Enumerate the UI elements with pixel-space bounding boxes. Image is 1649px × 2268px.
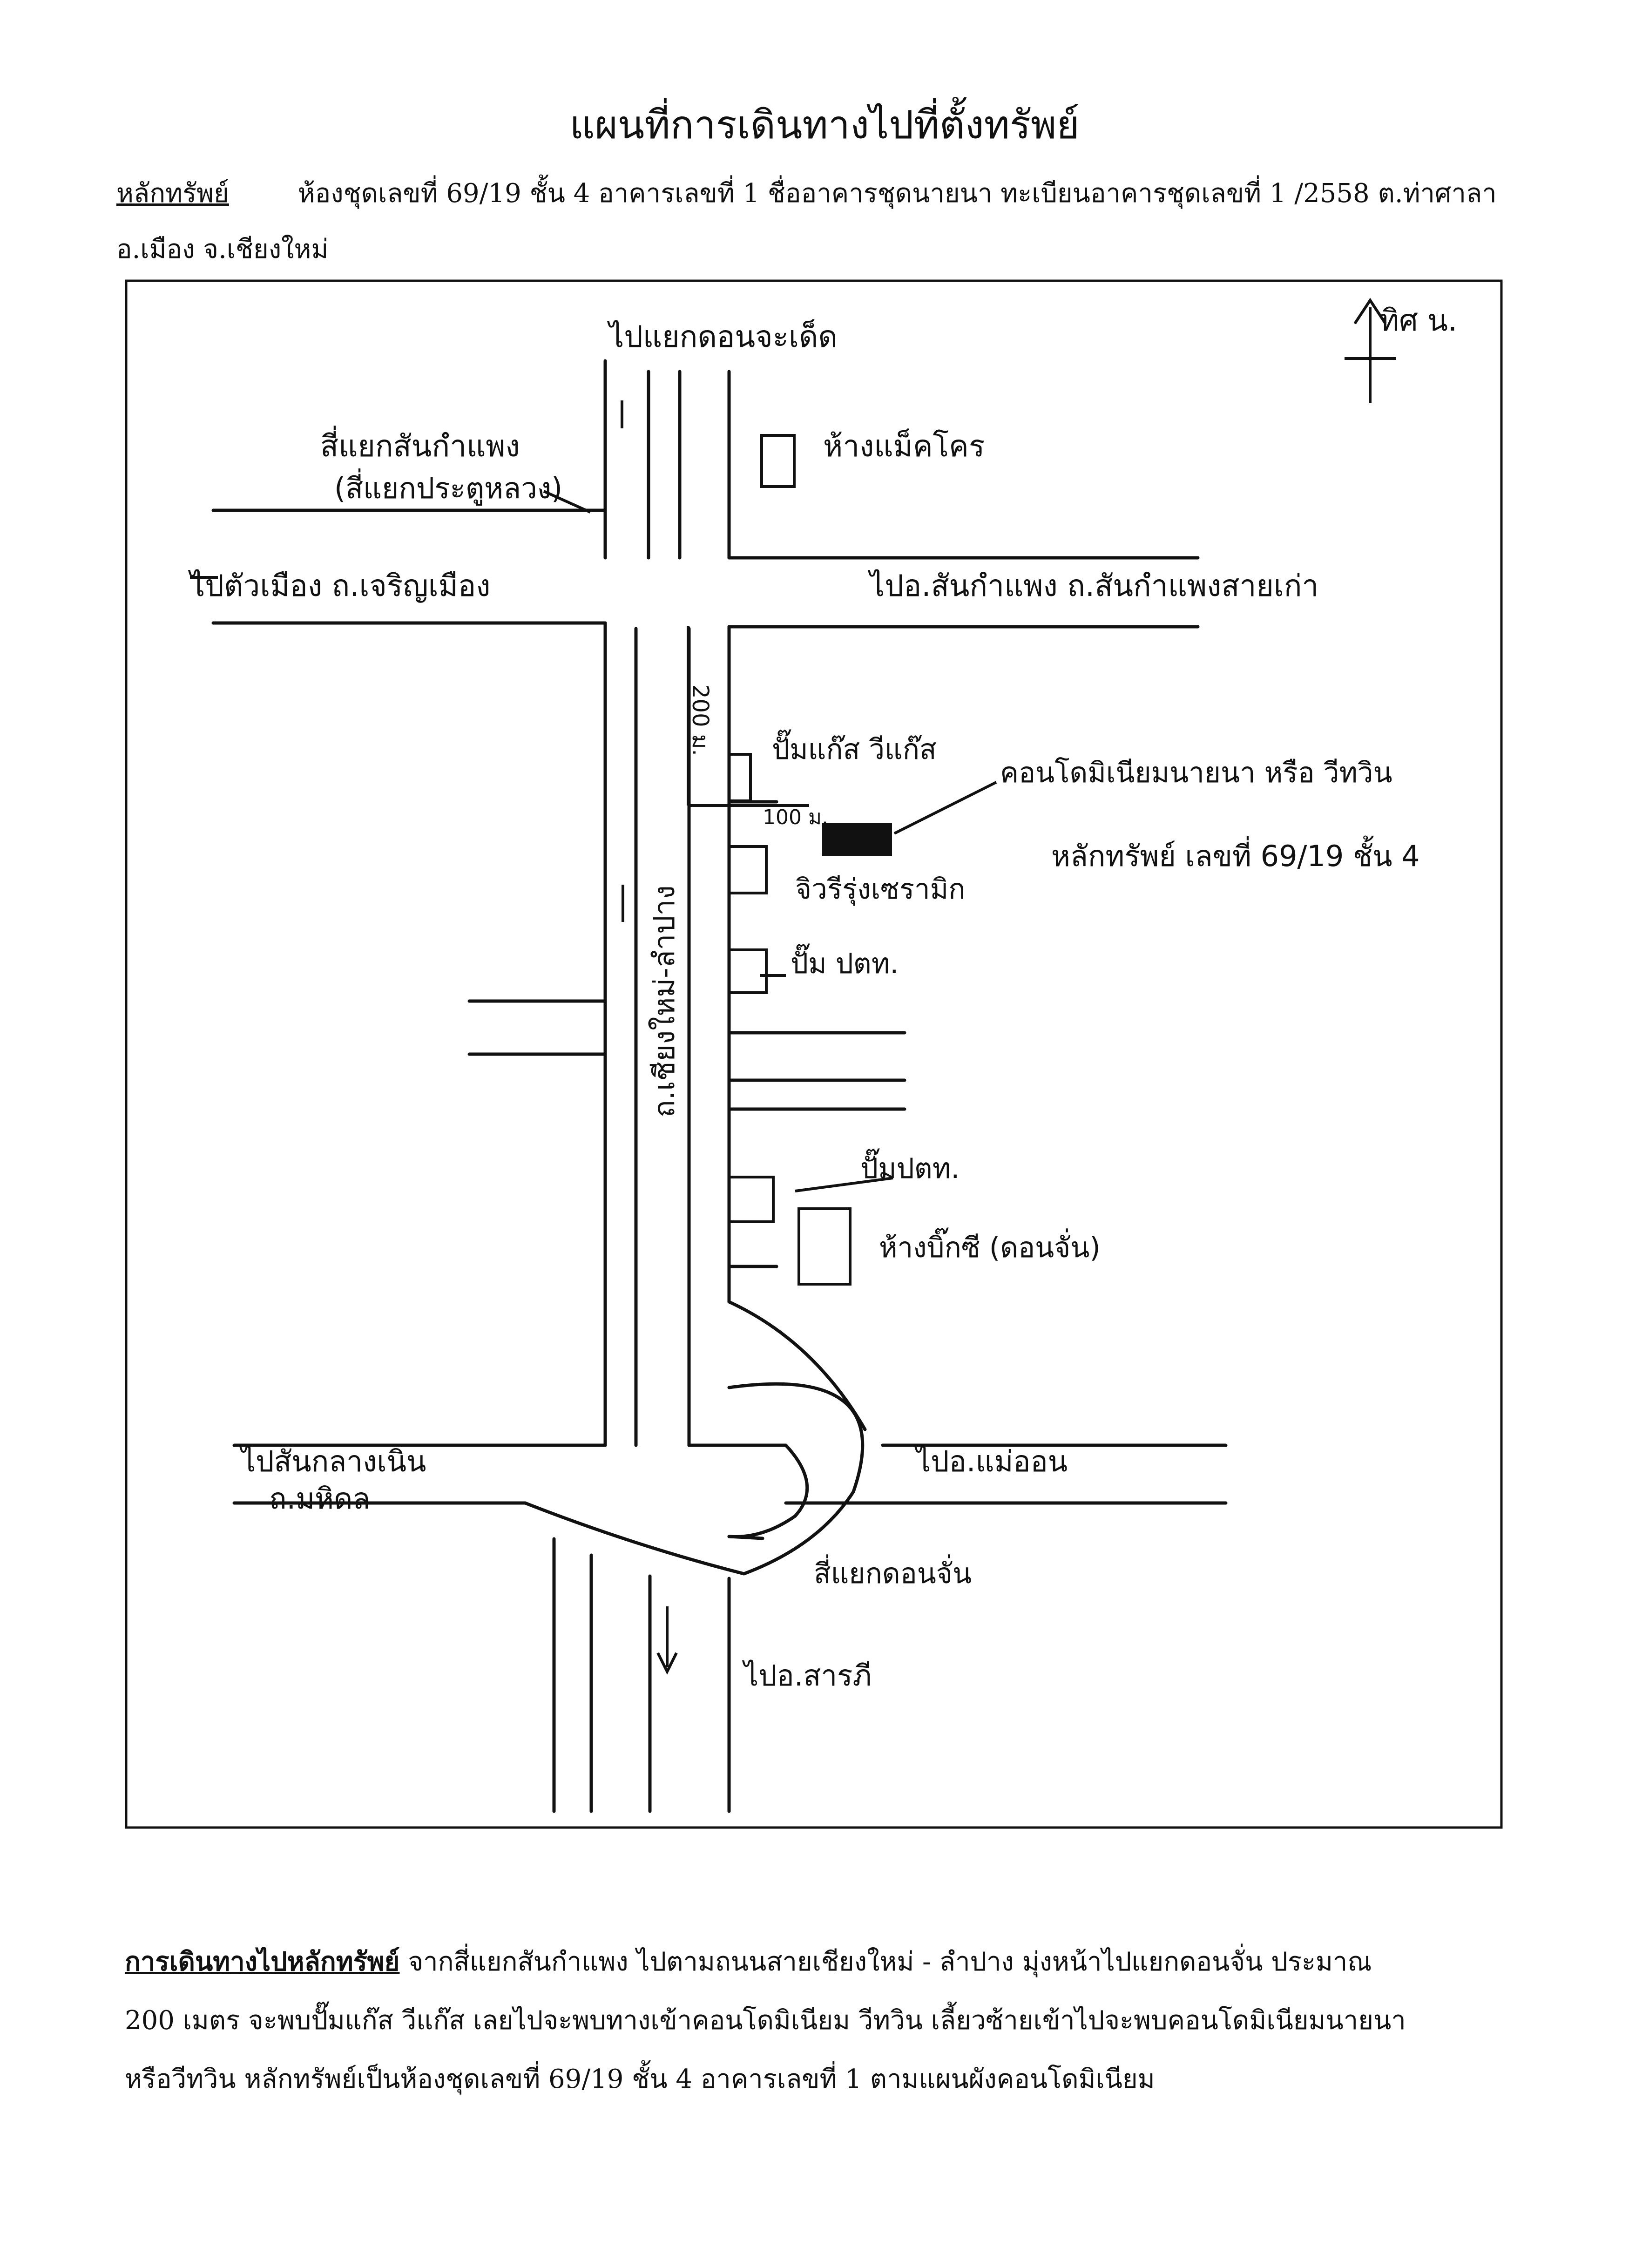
map-border [125,279,1503,1829]
property-label: หลักทรัพย์ [116,178,229,209]
label-ptt-2: ปั๊มปตท. [860,1148,960,1185]
map-labels: ทิศ น. ไปแยกดอนจะเด็ด สี่แยกสันกำแพง (สี… [188,304,1457,1693]
directions: การเดินทางไปหลักทรัพย์ จากสี่แยกสันกำแพง… [125,1932,1503,2109]
route-map: ทิศ น. ไปแยกดอนจะเด็ด สี่แยกสันกำแพง (สี… [125,279,1503,1829]
property-line-2: อ.เมือง จ.เชียงใหม่ [116,234,329,264]
directions-text-2: 200 เมตร จะพบปั๊มแก๊ส วีแก๊ส เลยไปจะพบทา… [125,2005,1406,2036]
directions-text-1: จากสี่แยกสันกำแพง ไปตามถนนสายเชียงใหม่ -… [408,1947,1372,1977]
label-saraphi: ไปอ.สารภี [742,1659,872,1693]
label-condominium: คอนโดมิเนียมนายนา หรือ วีทวิน [1000,757,1392,789]
property-description: ห้องชุดเลขที่ 69/19 ชั้น 4 อาคารเลขที่ 1… [297,178,1497,209]
property-line-1: หลักทรัพย์ ห้องชุดเลขที่ 69/19 ชั้น 4 อา… [116,172,1497,214]
label-mahidol-road: ถ.มหิดล [269,1482,370,1516]
label-main-road: ถ.เชียงใหม่-ลำปาง [647,885,681,1117]
label-top-road: ไปแยกดอนจะเด็ด [607,319,838,354]
label-ceramic: จิวรีรุ่งเซรามิก [795,873,966,906]
label-distance-100: 100 ม. [763,806,828,829]
page-title: แผนที่การเดินทางไปที่ตั้งทรัพย์ [569,102,1080,148]
label-sankamphaeng-junction: สี่แยกสันกำแพง [320,426,520,464]
label-asset: หลักทรัพย์ เลขที่ 69/19 ชั้น 4 [1051,835,1420,873]
label-sankamphaeng-road: ไปอ.สันกำแพง ถ.สันกำแพงสายเก่า [867,569,1318,603]
arrows [190,298,1396,1675]
label-makro: ห้างแม็คโคร [823,429,985,464]
label-distance-200: 200 ม. [687,684,713,756]
label-gas-station: ปั๊มแก๊ส วีแก๊ส [772,729,937,766]
label-don-chan-junction: สี่แยกดอนจั่น [814,1554,972,1590]
label-charoen-mueang-road: ไปตัวเมือง ถ.เจริญเมือง [188,569,491,603]
label-ptt-1: ปั๊ม ปตท. [791,943,899,980]
condo-marker [822,823,892,856]
label-san-klang-noen: ไปสันกลางเนิน [239,1444,426,1478]
north-indicator: ทิศ น. [1379,304,1457,338]
label-pratu-luang: (สี่แยกประตูหลวง) [334,468,562,506]
label-big-c: ห้างบิ๊กซี (ดอนจั่น) [879,1227,1101,1264]
directions-line-1: การเดินทางไปหลักทรัพย์ จากสี่แยกสันกำแพง… [125,1932,1503,1991]
directions-text-3: หรือวีทวิน หลักทรัพย์เป็นห้องชุดเลขที่ 6… [125,2064,1155,2094]
directions-label: การเดินทางไปหลักทรัพย์ [125,1946,400,1977]
map-drawing: ทิศ น. ไปแยกดอนจะเด็ด สี่แยกสันกำแพง (สี… [125,279,1503,1829]
buildings [728,434,892,1286]
label-mae-on: ไปอ.แม่ออน [914,1444,1068,1478]
